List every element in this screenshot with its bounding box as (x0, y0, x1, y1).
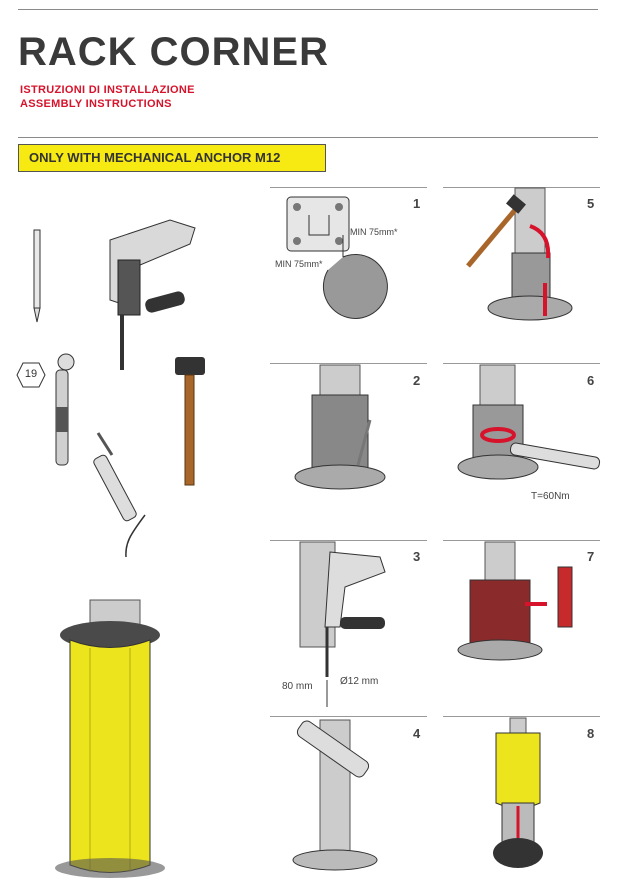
step-1-min-right: MIN 75mm* (350, 227, 398, 237)
step-4-rule (270, 716, 427, 717)
step-7-number: 7 (587, 549, 595, 564)
step-3-diameter-label: Ø12 mm (340, 676, 379, 687)
step-2-rule (270, 363, 427, 364)
step-8-cover-illustration (493, 717, 543, 868)
step-8-rule (443, 716, 600, 717)
step-4-cleaning-illustration (292, 719, 378, 871)
hammer-icon (175, 357, 205, 486)
step-4-number: 4 (413, 726, 421, 741)
step-1-min-left: MIN 75mm* (275, 259, 323, 269)
step-1-number: 1 (413, 196, 421, 211)
pencil-icon (33, 229, 41, 323)
step-6-number: 6 (587, 373, 595, 388)
step-2-number: 2 (413, 373, 421, 388)
subtitle-english: ASSEMBLY INSTRUCTIONS (20, 98, 172, 110)
anchor-banner: ONLY WITH MECHANICAL ANCHOR M12 (18, 144, 326, 172)
wrench-size-label: 19 (24, 368, 38, 380)
step-3-rule (270, 540, 427, 541)
step-8-number: 8 (587, 726, 595, 741)
step-3-number: 3 (413, 549, 421, 564)
top-rule (18, 9, 598, 10)
step-5-hammer-illustration (466, 187, 573, 321)
torque-wrench-icon (55, 353, 75, 466)
step-5-number: 5 (587, 196, 595, 211)
product-illustration (55, 599, 165, 878)
step-6-torque-label: T=60Nm (531, 491, 570, 502)
step-2-base-illustration (294, 364, 386, 490)
drill-icon (109, 219, 196, 370)
blow-pump-icon (93, 432, 146, 558)
wrench-size-badge (16, 362, 46, 388)
step-3-depth-label: 80 mm (282, 681, 313, 692)
step-6-tightening-illustration (457, 364, 601, 480)
step-7-insert-illustration (457, 541, 573, 661)
page-title: RACK CORNER (18, 30, 329, 74)
step-7-rule (443, 540, 600, 541)
step-6-rule (443, 363, 600, 364)
step-1-baseplate-diagram (286, 196, 388, 319)
subtitle-italian: ISTRUZIONI DI INSTALLAZIONE (20, 84, 195, 96)
header-rule (18, 137, 598, 138)
step-3-drilling-illustration (299, 541, 386, 707)
step-1-rule (270, 187, 427, 188)
